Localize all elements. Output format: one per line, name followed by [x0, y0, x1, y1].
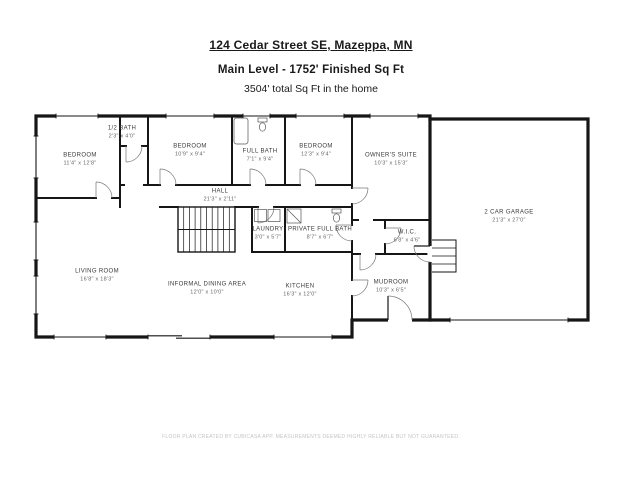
total-sqft-text: 3504' total Sq Ft in the home [244, 83, 378, 95]
window [33, 135, 39, 179]
room-name: LAUNDRY [252, 226, 284, 233]
fixtures [233, 117, 342, 224]
room-dims: 16'3" x 12'0" [283, 291, 317, 298]
room-dims: 10'9" x 9'4" [174, 151, 206, 158]
windows [33, 113, 569, 340]
room-label-full-bath: FULL BATH 7'1" x 9'4" [243, 149, 278, 164]
room-name: W.I.C. [397, 229, 417, 236]
bathtub [233, 117, 249, 145]
room-label-private-full-bath: PRIVATE FULL BATH 8'7" x 6'7" [288, 227, 352, 242]
room-dims: 10'3" x 6'5" [375, 287, 407, 294]
window [55, 113, 99, 119]
room-dims: 12'0" x 10'0" [190, 289, 224, 296]
room-label-informal-dining: INFORMAL DINING AREA 12'0" x 10'0" [168, 282, 246, 297]
room-name: 1/2 BATH [107, 125, 137, 132]
washer-dryer [254, 209, 281, 222]
room-name: FULL BATH [242, 148, 278, 155]
sliding-patio-door [147, 334, 211, 340]
room-name: BEDROOM [63, 152, 97, 159]
room-label-laundry: LAUNDRY 3'0" x 5'7" [252, 227, 283, 242]
interior-walls [35, 115, 431, 321]
garage-door [449, 317, 569, 323]
room-name: MUDROOM [373, 279, 409, 286]
room-name: BEDROOM [173, 143, 207, 150]
room-name: HALL [211, 188, 229, 195]
address-title: 124 Cedar Street SE, Mazeppa, MN [209, 38, 413, 52]
room-dims: 6'8" x 4'6" [393, 237, 421, 244]
room-label-owners-suite: OWNER'S SUITE 10'3" x 15'3" [365, 153, 417, 168]
window [273, 334, 333, 340]
room-label-bedroom-1: BEDROOM 11'4" x 12'8" [63, 153, 96, 168]
garage-steps [432, 239, 457, 273]
window [165, 113, 215, 119]
room-label-wic: W.I.C. 6'8" x 4'6" [394, 230, 421, 245]
room-dims: 11'4" x 12'8" [63, 160, 97, 167]
room-name: INFORMAL DINING AREA [167, 281, 247, 288]
disclaimer-text: FLOOR PLAN CREATED BY CUBICASA APP. MEAS… [162, 434, 460, 440]
room-dims: 2'3" x 4'0" [108, 133, 136, 140]
room-label-bedroom-3: BEDROOM 12'3" x 9'4" [299, 144, 332, 159]
shower [286, 208, 302, 224]
entry-door [387, 295, 413, 323]
room-name: KITCHEN [285, 283, 315, 290]
room-dims: 21'3" x 2'11" [203, 196, 237, 203]
room-label-kitchen: KITCHEN 16'3" x 12'0" [283, 284, 316, 299]
room-name: BEDROOM [299, 143, 333, 150]
room-label-half-bath: 1/2 BATH 2'3" x 4'0" [108, 126, 136, 141]
room-label-bedroom-2: BEDROOM 10'9" x 9'4" [173, 144, 206, 159]
room-label-hall: HALL 21'3" x 2'11" [203, 189, 236, 204]
garage-entry-door [413, 245, 433, 263]
window [295, 113, 345, 119]
window [33, 221, 39, 261]
room-dims: 12'3" x 9'4" [300, 151, 332, 158]
stairs [177, 206, 236, 253]
toilet [331, 208, 342, 223]
window [53, 334, 107, 340]
room-dims: 7'1" x 9'4" [246, 156, 274, 163]
room-dims: 21'3" x 27'0" [492, 217, 526, 224]
room-dims: 3'0" x 5'7" [254, 234, 282, 241]
room-dims: 8'7" x 6'7" [306, 234, 334, 241]
level-subtitle: Main Level - 1752' Finished Sq Ft [217, 64, 405, 76]
room-name: OWNER'S SUITE [364, 152, 418, 159]
room-dims: 10'3" x 15'3" [374, 160, 408, 167]
room-dims: 16'8" x 18'3" [80, 276, 114, 283]
room-name: PRIVATE FULL BATH [287, 226, 353, 233]
window [242, 113, 271, 119]
room-name: LIVING ROOM [75, 268, 119, 275]
room-name: 2 CAR GARAGE [484, 209, 534, 216]
exterior-doors [387, 245, 433, 323]
room-label-garage: 2 CAR GARAGE 21'3" x 27'0" [484, 210, 533, 225]
toilet [257, 117, 268, 132]
window [33, 275, 39, 315]
room-label-living-room: LIVING ROOM 16'8" x 18'3" [75, 269, 119, 284]
door-swings [95, 145, 402, 297]
window [369, 113, 419, 119]
room-label-mudroom: MUDROOM 10'3" x 6'5" [374, 280, 409, 295]
